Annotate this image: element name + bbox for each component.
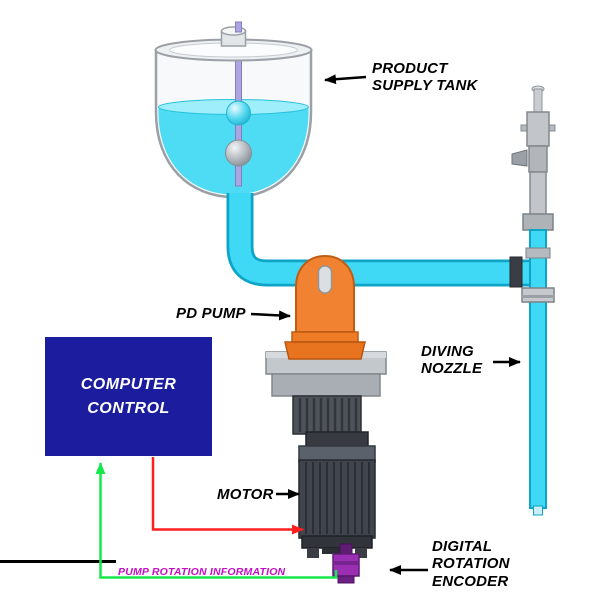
pump-neck (291, 331, 359, 343)
nozzle-upper-body (526, 111, 550, 147)
coupling-ribs (298, 398, 358, 432)
label-pump-rotation-information: PUMP ROTATION INFORMATION (118, 566, 286, 578)
digital-rotation-encoder (332, 543, 360, 584)
pd-pump (284, 254, 366, 360)
nozzle-pipe (529, 229, 547, 509)
label-pd-pump: PD PUMP (176, 305, 246, 322)
pipe-outline (226, 193, 546, 287)
motor-base (301, 535, 373, 549)
label-product-supply-tank: PRODUCT SUPPLY TANK (372, 60, 478, 95)
motor (298, 431, 376, 558)
computer-control-box: COMPUTER CONTROL (45, 337, 212, 456)
pump-head (295, 254, 355, 333)
tank-label-arrow (324, 74, 367, 85)
control-signal-line (151, 457, 304, 535)
nozzle-top-rod (533, 88, 543, 115)
nozzle-tip (533, 505, 543, 516)
nozzle-flange-line (522, 295, 554, 298)
product-supply-tank (154, 21, 313, 199)
lower-float-ball (225, 139, 252, 167)
diving-nozzle (509, 85, 556, 516)
label-motor: MOTOR (217, 486, 274, 503)
motor-foot-right (355, 548, 367, 558)
pump-slot (317, 265, 333, 294)
pump-label-arrow (250, 310, 291, 321)
label-digital-rotation-encoder: DIGITAL ROTATION ENCODER (432, 538, 510, 590)
pipe-clamp (509, 256, 523, 288)
motor-body (298, 459, 376, 539)
motor-fins (305, 462, 370, 534)
mount-lower (271, 373, 381, 397)
nozzle-lower-body (529, 171, 547, 217)
float-rod-tip (235, 21, 242, 33)
nozzle-mid-body (528, 145, 548, 173)
nozzle-band (525, 247, 551, 259)
motor-foot-left (307, 548, 319, 558)
nozzle-lever (511, 149, 528, 167)
computer-control-label: COMPUTER CONTROL (80, 376, 177, 417)
nozzle-collar (522, 213, 554, 231)
label-diving-nozzle: DIVING NOZZLE (421, 343, 483, 378)
encoder-stripe (333, 561, 359, 565)
encoder-foot (337, 575, 355, 584)
motor-underplate (322, 548, 352, 554)
feedback-signal-line (95, 462, 338, 579)
pump-flange (284, 341, 366, 360)
coupling (292, 395, 362, 435)
supply-pipe (226, 193, 546, 287)
pipe-fill (229, 193, 546, 284)
upper-float-ball (226, 100, 251, 126)
